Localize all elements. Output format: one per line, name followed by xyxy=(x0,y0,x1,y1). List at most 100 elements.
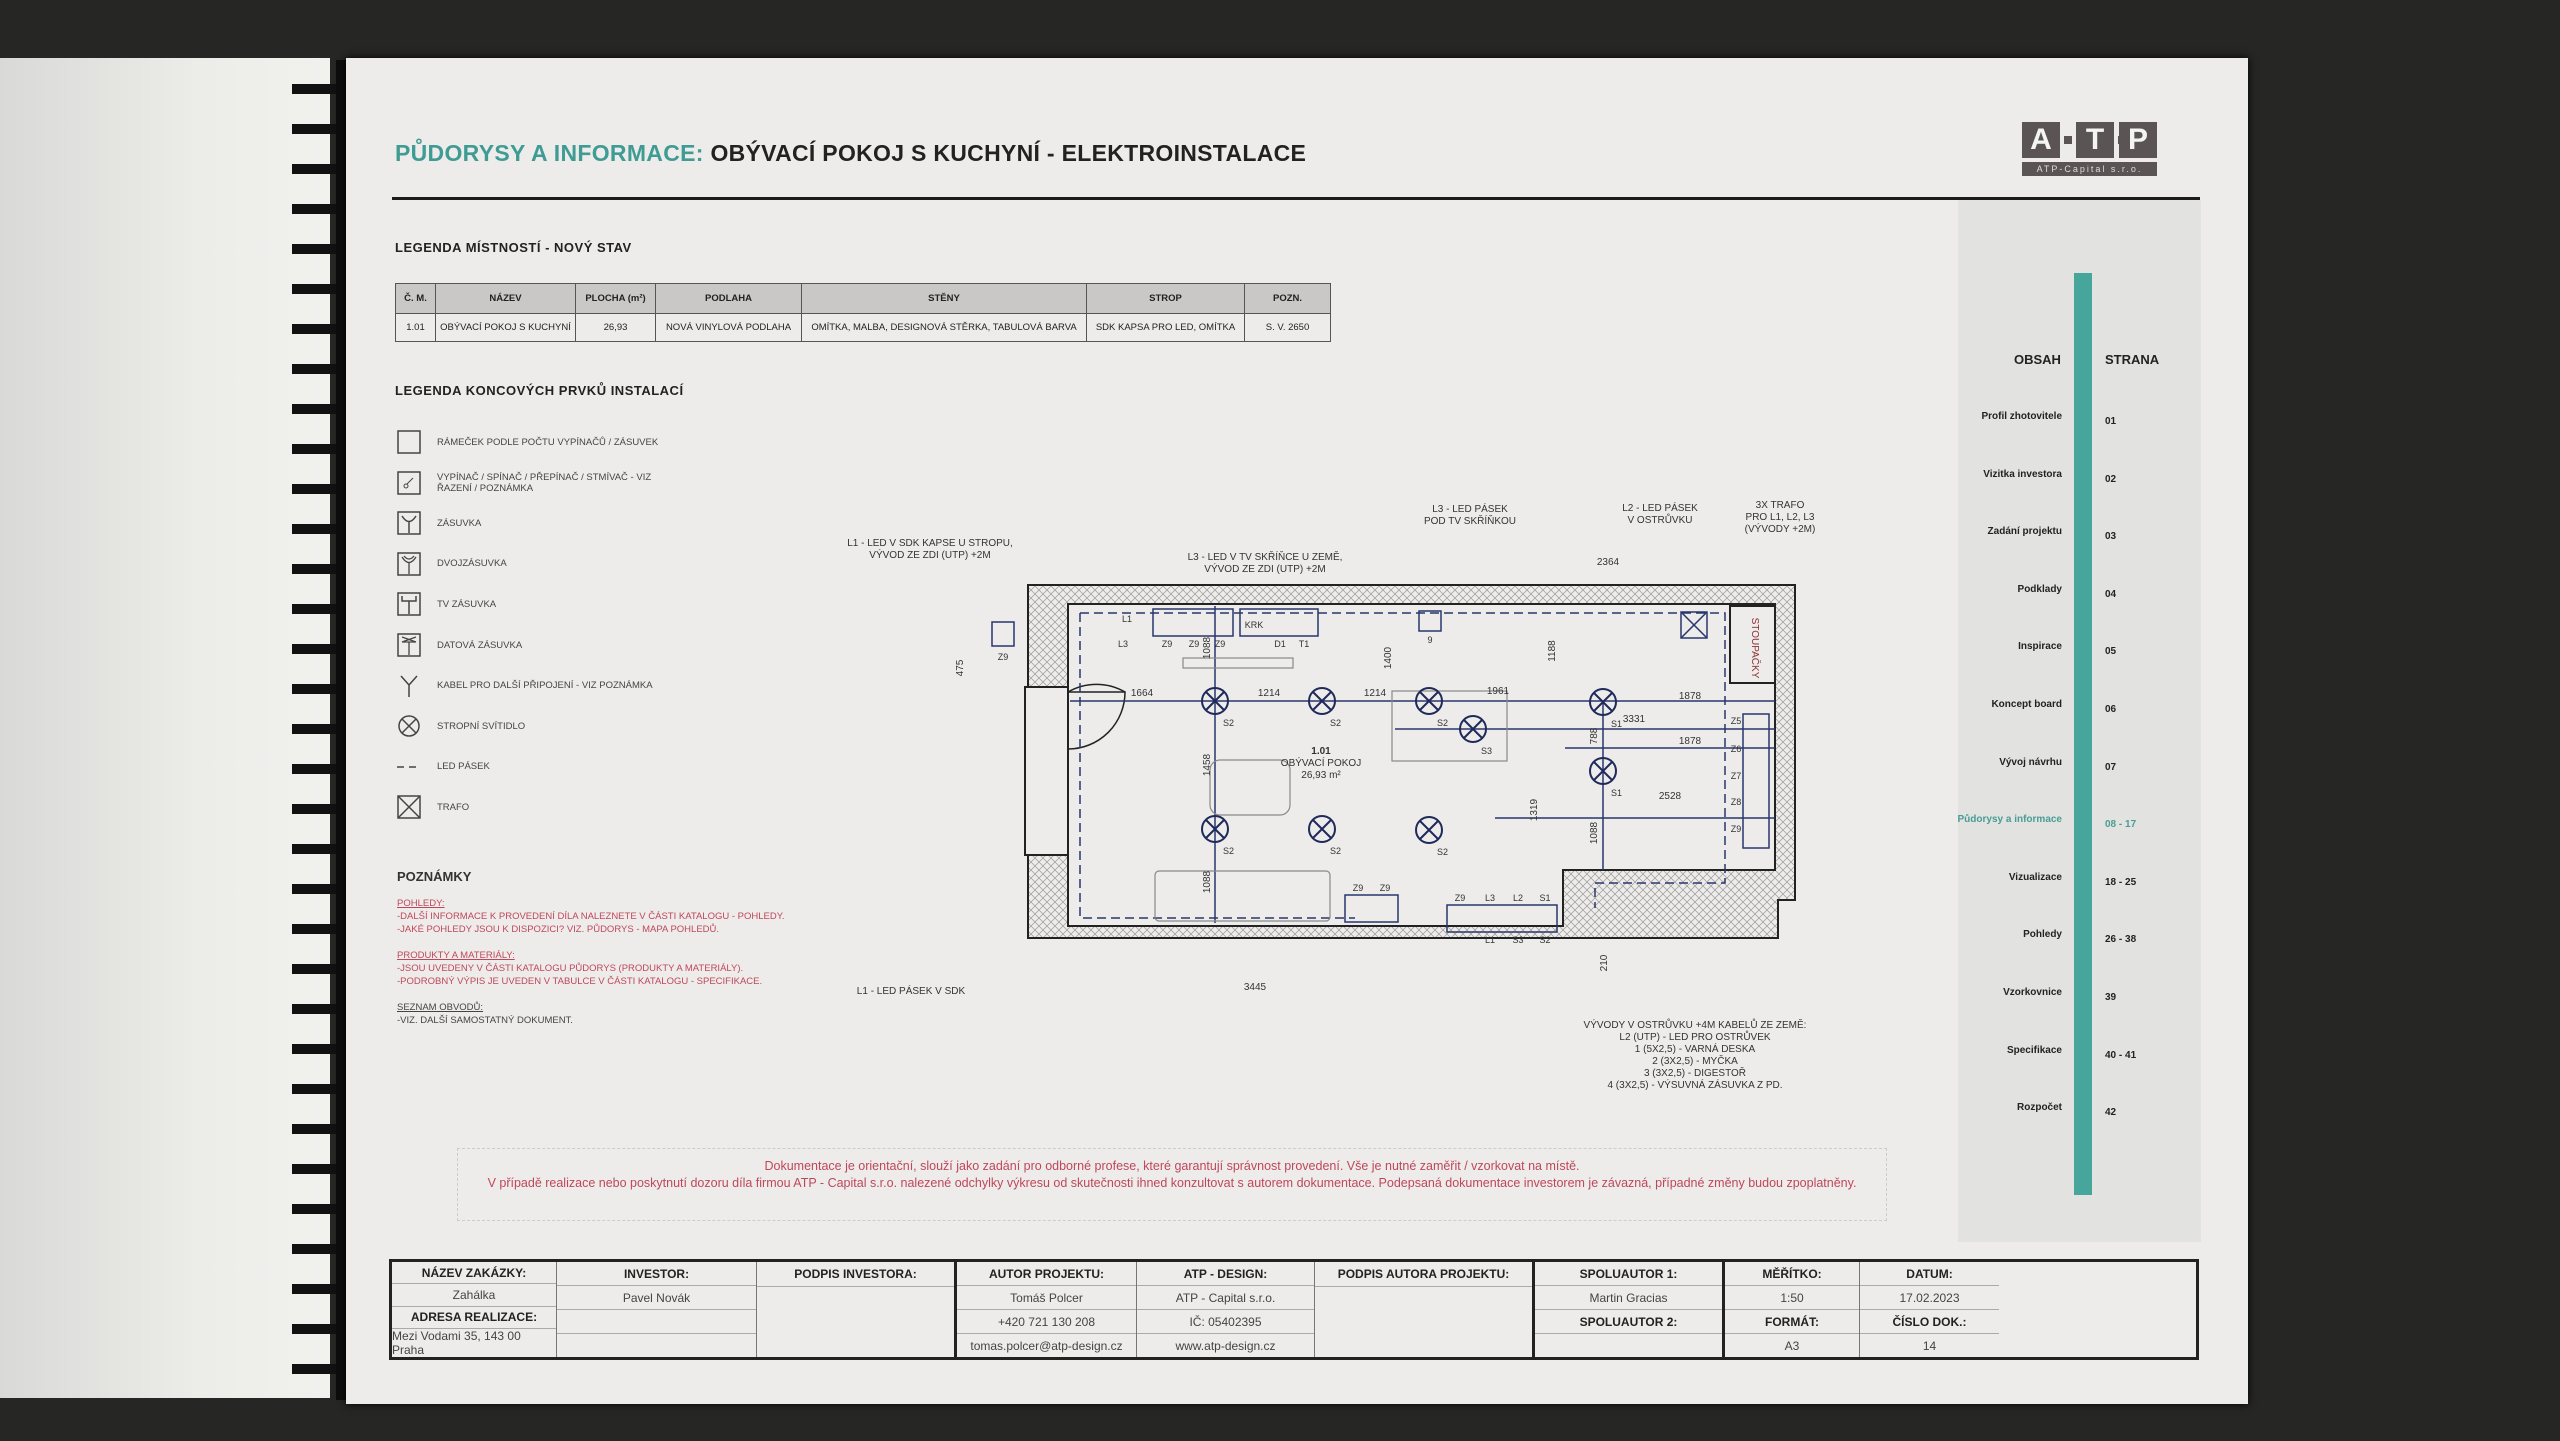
light-label: S2 xyxy=(1437,718,1448,728)
led-strip-lines xyxy=(1070,606,1775,923)
toc-item[interactable]: Profil zhotovitele xyxy=(1981,411,2062,422)
light-label: S2 xyxy=(1223,718,1234,728)
light-label: S2 xyxy=(1330,846,1341,856)
dimension: 1400 xyxy=(1383,646,1394,669)
dimension: 1088 xyxy=(1202,636,1213,659)
plan-label: L2 xyxy=(1513,893,1523,903)
cell: S. V. 2650 xyxy=(1244,313,1331,342)
design-company: ATP - Capital s.r.o. xyxy=(1137,1286,1314,1310)
ceiling-light-icon: S1 xyxy=(1589,688,1622,729)
toc-item[interactable]: Vývoj návrhu xyxy=(1999,756,2062,768)
toc-page[interactable]: 42 xyxy=(2105,1107,2117,1119)
data-socket-icon xyxy=(991,621,1015,647)
rooms-table: Č. M. NÁZEV PLOCHA (m²) PODLAHA STĚNY ST… xyxy=(395,283,1331,342)
toc-page[interactable]: 03 xyxy=(2105,531,2117,543)
note-title: POHLEDY: xyxy=(397,898,445,909)
date: 17.02.2023 xyxy=(1860,1286,1999,1310)
ceiling-light-icon: S2 xyxy=(1415,816,1448,857)
toc-item[interactable]: Koncept board xyxy=(1991,699,2062,710)
plan-label: Z9 xyxy=(1353,883,1364,893)
plan-label: Z9 xyxy=(1215,639,1226,649)
toc-page[interactable]: 39 xyxy=(2105,992,2117,1003)
toc-page[interactable]: 02 xyxy=(2105,473,2117,485)
legend-item: TRAFO xyxy=(395,793,469,821)
toc-item[interactable]: Pohledy xyxy=(2023,929,2062,941)
ceiling-light-icon: S2 xyxy=(1415,687,1448,728)
legend-item: DATOVÁ ZÁSUVKA xyxy=(395,631,522,659)
dimension: 1088 xyxy=(1589,821,1600,844)
legend-item: LED PÁSEK xyxy=(395,753,490,781)
note-line: -VIZ. DALŠÍ SAMOSTATNÝ DOKUMENT. xyxy=(397,1015,573,1026)
format: A3 xyxy=(1784,1338,1800,1353)
note-line: -PODROBNÝ VÝPIS JE UVEDEN V TABULCE V ČÁ… xyxy=(397,976,763,987)
toc-page[interactable]: 06 xyxy=(2105,704,2117,715)
ceiling-light-icon: S3 xyxy=(1459,715,1492,756)
toc-item[interactable]: Vzorkovnice xyxy=(2003,987,2062,998)
coauthor-1: Martin Gracias xyxy=(1535,1286,1722,1310)
ceiling-light-icon xyxy=(398,715,420,737)
label: AUTOR PROJEKTU: xyxy=(957,1262,1136,1286)
toc-heading-left: OBSAH xyxy=(2014,352,2061,367)
light-label: S2 xyxy=(1330,718,1341,728)
led-strip-icon xyxy=(397,766,416,768)
tv-socket-icon xyxy=(1418,610,1442,632)
plan-label: Z7 xyxy=(1731,771,1742,781)
switch-icon xyxy=(397,470,421,495)
dimension: 3445 xyxy=(1244,982,1267,993)
toc-item[interactable]: Vizualizace xyxy=(2008,871,2062,883)
toc-page[interactable]: 18 - 25 xyxy=(2105,876,2137,888)
plan-label: S3 xyxy=(1512,935,1523,945)
toc-page[interactable]: 04 xyxy=(2105,588,2117,600)
annotation-l2-island: L2 - LED PÁSEK V OSTRŮVKU xyxy=(1622,503,1698,526)
dimension: 3331 xyxy=(1623,714,1646,725)
toc-page[interactable]: 01 xyxy=(2105,416,2117,427)
toc-heading-right: STRANA xyxy=(2105,352,2160,367)
table-header-row: Č. M. NÁZEV PLOCHA (m²) PODLAHA STĚNY ST… xyxy=(395,283,1331,314)
author-name: Tomáš Polcer xyxy=(957,1286,1136,1310)
toc-item[interactable]: Půdorysy a informace xyxy=(1957,814,2062,826)
project-address: Mezi Vodami 35, 143 00 Praha xyxy=(392,1328,521,1357)
disclaimer: Dokumentace je orientační, slouží jako z… xyxy=(457,1148,1887,1221)
light-label: S1 xyxy=(1611,719,1622,729)
dimension: 788 xyxy=(1589,727,1600,744)
toc-item[interactable]: Vizitka investora xyxy=(1983,468,2062,480)
label: ADRESA REALIZACE: xyxy=(392,1307,556,1329)
toc-page[interactable]: 26 - 38 xyxy=(2105,934,2137,946)
col-header: STROP xyxy=(1086,283,1245,314)
toc-page[interactable]: 08 - 17 xyxy=(2105,819,2137,831)
notes-heading: POZNÁMKY xyxy=(397,869,472,884)
disclaimer-line: V případě realizace nebo poskytnutí dozo… xyxy=(487,1176,1857,1190)
previous-page xyxy=(0,58,330,1398)
toc-item[interactable]: Specifikace xyxy=(2006,1044,2062,1056)
dimension: 1319 xyxy=(1529,798,1540,821)
toc-item[interactable]: Rozpočet xyxy=(2017,1102,2062,1114)
ceiling-light-icon: S2 xyxy=(1308,815,1341,856)
label: NÁZEV ZAKÁZKY: xyxy=(392,1262,556,1285)
col-header: STĚNY xyxy=(801,283,1087,314)
toc-page[interactable]: 05 xyxy=(2105,646,2117,658)
legend-label: STROPNÍ SVÍTIDLO xyxy=(437,720,526,732)
annotation-l1-sdk: L1 - LED PÁSEK V SDK xyxy=(856,986,966,997)
design-ic: IČ: 05402395 xyxy=(1137,1310,1314,1334)
legend-label: DATOVÁ ZÁSUVKA xyxy=(437,639,523,651)
plan-label: Z9 xyxy=(1455,893,1466,903)
toc-item[interactable]: Inspirace xyxy=(2018,641,2062,653)
room-area: 26,93 m² xyxy=(1301,770,1341,781)
toc-page[interactable]: 40 - 41 xyxy=(2105,1049,2137,1061)
toc-item[interactable]: Podklady xyxy=(2017,583,2062,595)
riser-label: STOUPAČKY xyxy=(1749,618,1762,679)
investor-name: Pavel Novák xyxy=(557,1286,756,1310)
plan-label: Z9 xyxy=(1731,824,1742,834)
legend-item: VYPÍNAČ / SPÍNAČ / PŘEPÍNAČ / STMÍVAČ - … xyxy=(395,469,677,497)
toc-page[interactable]: 07 xyxy=(2105,761,2117,773)
legend-label: TRAFO xyxy=(437,801,470,813)
plan-label: S2 xyxy=(1539,935,1550,945)
page-title: PŮDORYSY A INFORMACE: OBÝVACÍ POKOJ S KU… xyxy=(395,140,1306,167)
scale: 1:50 xyxy=(1725,1286,1859,1310)
dimension: 1458 xyxy=(1202,753,1213,776)
ceiling-light-icon: S2 xyxy=(1201,815,1234,856)
toc-item[interactable]: Zadání projektu xyxy=(1987,526,2062,538)
legend-item: STROPNÍ SVÍTIDLO xyxy=(395,712,525,740)
